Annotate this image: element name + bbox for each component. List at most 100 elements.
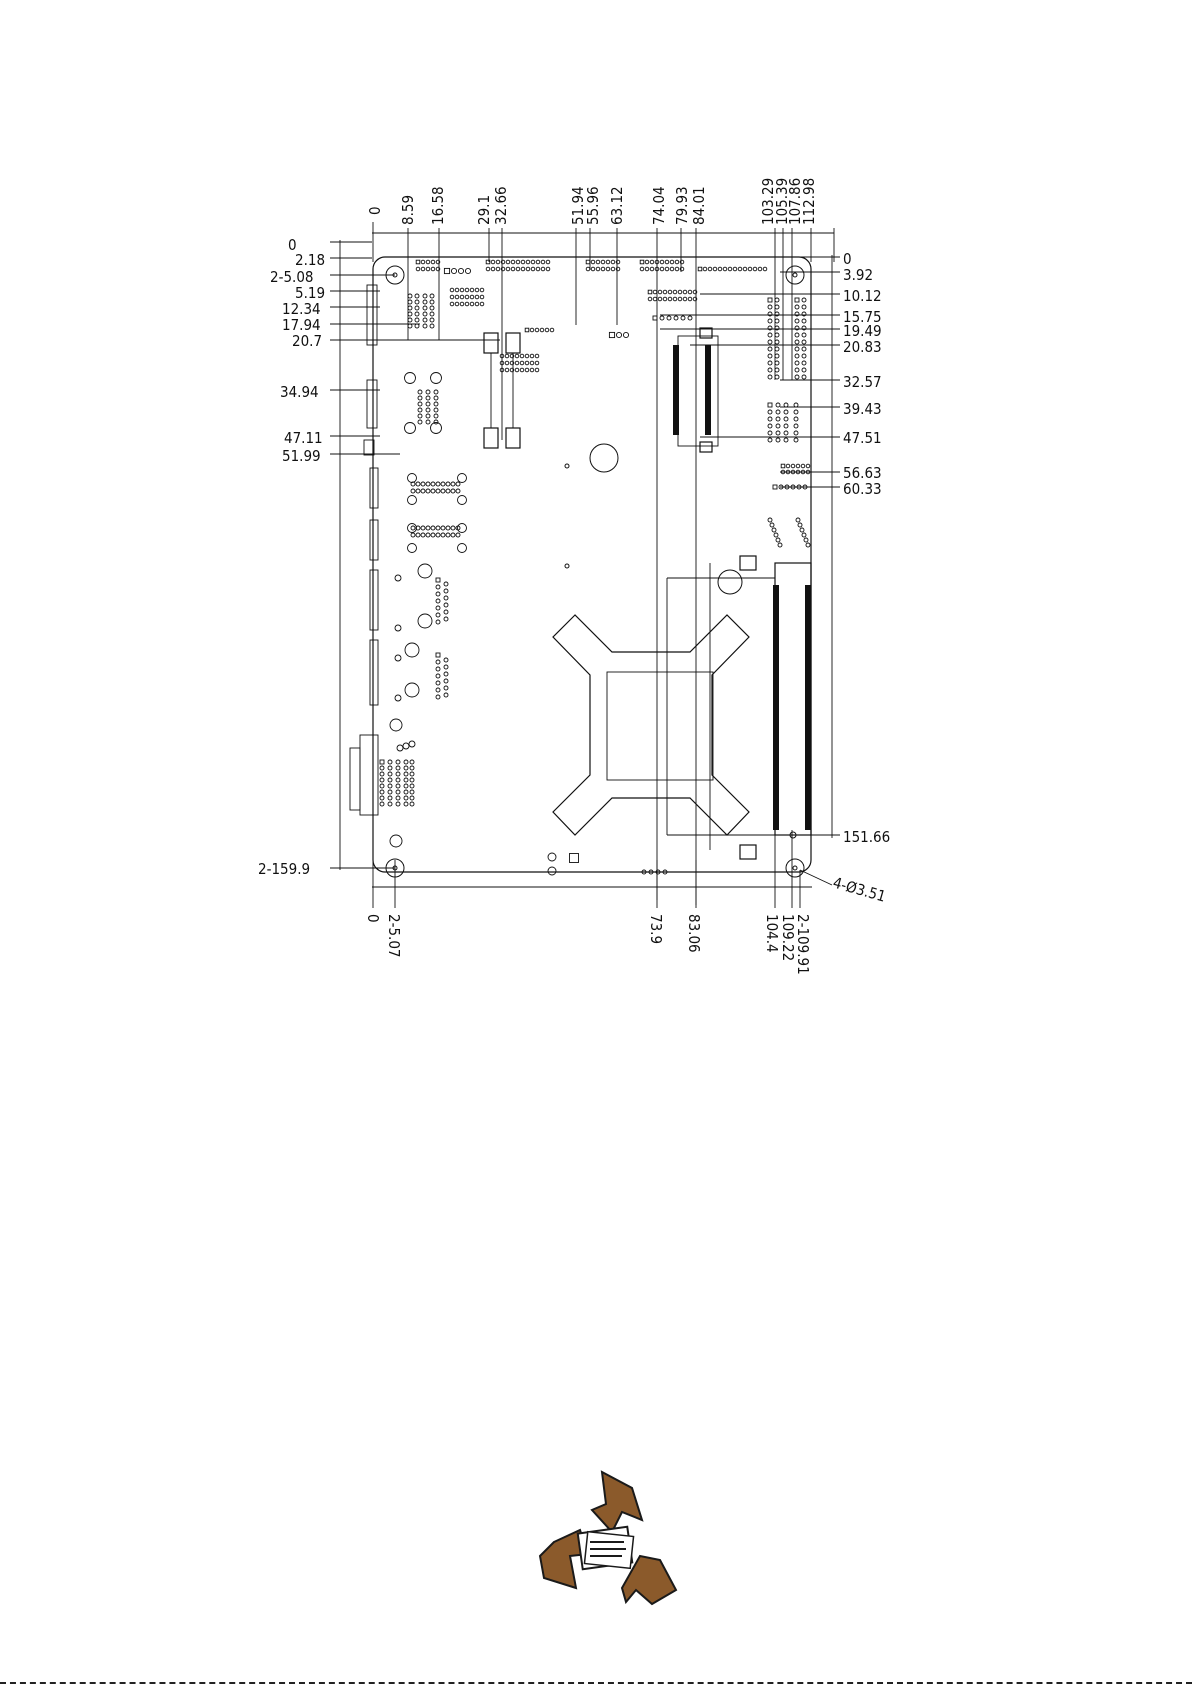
pin-pad (743, 267, 747, 271)
pin-pad (434, 396, 438, 400)
pin-pad (516, 260, 520, 264)
pin-pad (786, 464, 790, 468)
pin-pad (380, 772, 384, 776)
pin-pad (535, 368, 539, 372)
pin-pad (416, 489, 420, 493)
pin-pad (423, 312, 427, 316)
pin-pad (434, 402, 438, 406)
pin-pad (781, 464, 785, 468)
pin-pad (380, 760, 384, 764)
pin-pad (784, 438, 788, 442)
pin-pad (802, 340, 806, 344)
pin-pad (444, 610, 448, 614)
dim-right-39-43: 39.43 (843, 400, 882, 418)
pin-pad (773, 485, 777, 489)
pin-pad (455, 302, 459, 306)
pin-pad (802, 298, 806, 302)
pin-pad (541, 260, 545, 264)
pin-pad (410, 772, 414, 776)
pin-pad (753, 267, 757, 271)
dim-right-151-66: 151.66 (843, 828, 890, 846)
pin-pad (458, 496, 467, 505)
pin-pad (728, 267, 732, 271)
pin-pad (434, 414, 438, 418)
pin-pad (800, 528, 804, 532)
pin-pad (405, 423, 416, 434)
pin-pad (535, 361, 539, 365)
pin-pad (784, 431, 788, 435)
pin-pad (802, 533, 806, 537)
dim-right-20-83: 20.83 (843, 338, 882, 356)
pin-pad (396, 790, 400, 794)
pin-pad (444, 589, 448, 593)
pin-pad (586, 260, 590, 264)
pin-pad (768, 305, 772, 309)
cpu-die (607, 672, 713, 780)
pin-pad (667, 316, 671, 320)
pin-pad (775, 354, 779, 358)
dim-right-10-12: 10.12 (843, 287, 882, 305)
pin-pad (768, 438, 772, 442)
pin-pad (640, 267, 644, 271)
pin-pad (525, 368, 529, 372)
pin-pad (404, 796, 408, 800)
dim-right-32-57: 32.57 (843, 373, 882, 391)
pin-pad (388, 766, 392, 770)
dim-top-55-96: 55.96 (584, 186, 602, 225)
pin-pad (795, 354, 799, 358)
pin-pad (530, 361, 534, 365)
pin-pad (675, 260, 679, 264)
pin-pad (441, 533, 445, 537)
pin-pad (796, 464, 800, 468)
pin-pad (795, 368, 799, 372)
pin-pad (506, 260, 510, 264)
pin-pad (611, 260, 615, 264)
pin-pad (390, 719, 402, 731)
pin-pad (650, 260, 654, 264)
pin-pad (408, 496, 417, 505)
sodimm-right (718, 556, 811, 859)
pin-pad (520, 361, 524, 365)
pin-pad (436, 585, 440, 589)
pin-pad (404, 802, 408, 806)
pin-pad (520, 354, 524, 358)
dim-left-20-7: 20.7 (292, 332, 322, 350)
dim-bottom-104-4: 104.4 (763, 914, 781, 953)
pin-pad (396, 772, 400, 776)
pin-pad (516, 267, 520, 271)
dim-top-16-58: 16.58 (429, 186, 447, 225)
pin-pad (456, 533, 460, 537)
pin-pad (456, 482, 460, 486)
pin-pad (535, 354, 539, 358)
pin-pad (768, 375, 772, 379)
pin-pad (415, 306, 419, 310)
pin-pad (408, 306, 412, 310)
pin-pad (496, 267, 500, 271)
pin-pad (673, 290, 677, 294)
pin-pad (405, 373, 416, 384)
pin-pad (776, 431, 780, 435)
pin-pad (795, 361, 799, 365)
pin-pad (601, 260, 605, 264)
pin-pad (806, 543, 810, 547)
dim-top-8-59: 8.59 (399, 195, 417, 225)
pin-pad (436, 613, 440, 617)
pin-pad (436, 667, 440, 671)
pin-pad (404, 784, 408, 788)
paper-stack-icon (578, 1527, 634, 1570)
dim-left-2-18: 2.18 (295, 251, 325, 269)
pin-pad (421, 533, 425, 537)
pin-pad (763, 267, 767, 271)
pin-pad (423, 294, 427, 298)
pin-pad (395, 695, 401, 701)
pin-pad (426, 482, 430, 486)
pin-pad (768, 518, 772, 522)
via-hole (565, 464, 569, 468)
pin-pad (675, 267, 679, 271)
pin-pad (436, 482, 440, 486)
pin-pad (396, 796, 400, 800)
pin-pad (775, 298, 779, 302)
pin-pad (380, 790, 384, 794)
dim-left-34-94: 34.94 (280, 383, 319, 401)
pin-pad (431, 526, 435, 530)
